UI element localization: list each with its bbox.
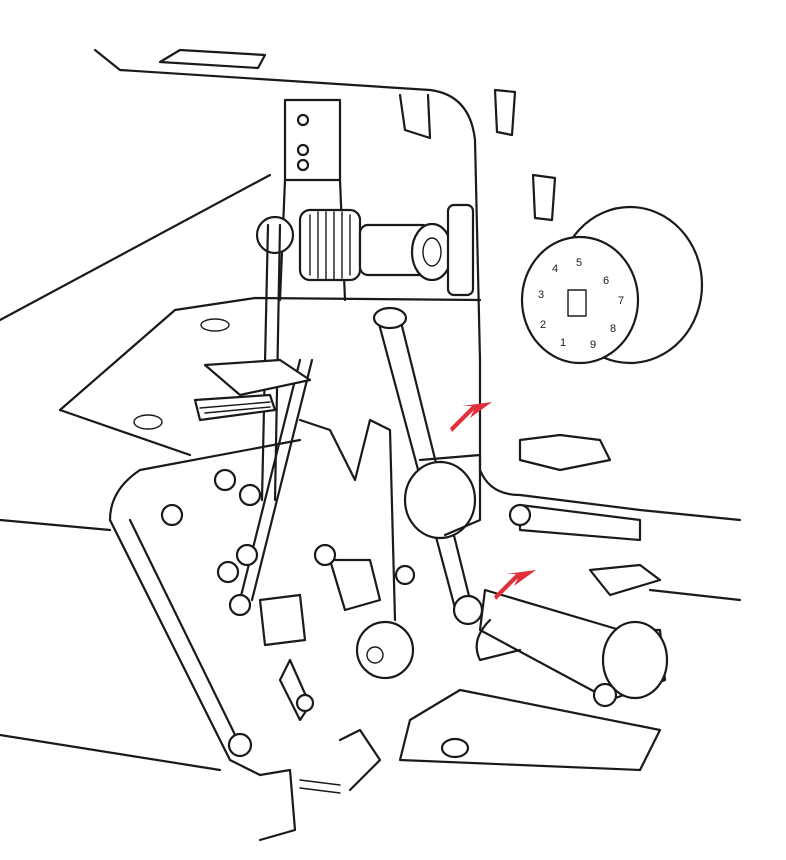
side-knob — [255, 215, 295, 255]
panel-screw-6 — [228, 593, 252, 617]
arrow-lower-looper — [494, 570, 536, 600]
knife-block — [258, 593, 307, 647]
base-screw-2 — [508, 503, 532, 527]
dial-number: 5 — [576, 257, 582, 269]
lower-cam — [355, 620, 415, 680]
panel-screws — [160, 468, 532, 758]
panel-screw-5 — [216, 560, 240, 584]
lower-looper-screw — [592, 682, 618, 708]
bed-plate — [58, 296, 482, 457]
looper-top-cap — [372, 306, 408, 330]
central-mechanism — [258, 418, 416, 842]
dial-number: 6 — [603, 275, 609, 287]
shaft-end — [410, 222, 454, 282]
stitch-dial: 4 5 6 3 7 2 8 1 9 — [520, 205, 704, 365]
clamp-screw-2 — [296, 143, 310, 157]
gear-wheel — [298, 208, 362, 282]
needle-clamp-block — [283, 98, 342, 182]
panel-screw-1 — [213, 468, 237, 492]
bed-slot-oval-2 — [133, 414, 163, 430]
machine-top-cover — [93, 48, 557, 362]
gear-assembly — [255, 98, 475, 302]
arrow-upper-looper — [450, 402, 492, 432]
looper-hub — [403, 460, 477, 540]
dial-center-mark — [567, 289, 587, 317]
dial-number: 3 — [538, 289, 544, 301]
dial-number: 9 — [590, 339, 596, 351]
panel-screw-3 — [160, 503, 184, 527]
dial-number: 4 — [552, 263, 558, 275]
machine-left-panel — [0, 173, 302, 777]
base-right — [398, 358, 742, 772]
panel-screw-4 — [235, 543, 259, 567]
needle-bar — [193, 223, 314, 602]
presser-foot — [203, 358, 312, 397]
shaft-bracket — [446, 203, 475, 297]
clamp-screw-1 — [296, 113, 310, 127]
looper-pivot — [452, 594, 484, 626]
dial-number: 8 — [610, 323, 616, 335]
panel-screw-2 — [238, 483, 262, 507]
dial-number: 7 — [618, 295, 624, 307]
lower-looper-hub — [601, 620, 669, 700]
bed-slot-oval — [200, 318, 230, 332]
upper-looper-arm — [372, 306, 484, 626]
lower-looper-arm — [475, 588, 669, 708]
dial-number: 1 — [560, 337, 566, 349]
dial-number: 2 — [540, 319, 546, 331]
dial-numbers: 4 5 6 3 7 2 8 1 9 — [538, 257, 624, 351]
clamp-screw-3 — [296, 158, 310, 172]
panel-screw-7 — [227, 732, 253, 758]
base-screw — [440, 737, 470, 759]
indicator-arrows — [450, 402, 536, 600]
